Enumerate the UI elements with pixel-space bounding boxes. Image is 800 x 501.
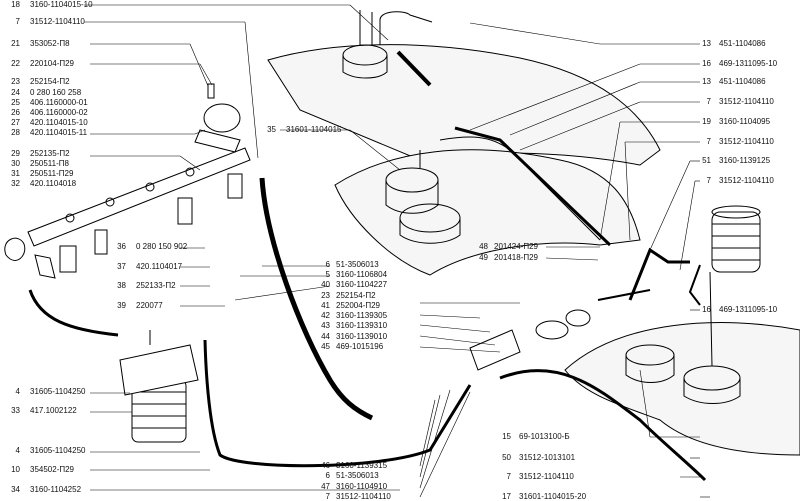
hose-long-center bbox=[259, 177, 374, 421]
tank-sheet-middle bbox=[334, 149, 641, 276]
pipe-pump-filter bbox=[597, 289, 651, 301]
fuel-filter-left bbox=[119, 330, 199, 443]
hose-right bbox=[688, 264, 701, 306]
fuel-pump-module-middle bbox=[385, 126, 612, 247]
hose-return bbox=[499, 369, 707, 482]
fuel-filter-right bbox=[711, 205, 761, 273]
fuel-pump-module-top bbox=[342, 10, 433, 87]
fuel-pump-module-bottom bbox=[625, 271, 741, 404]
hose-bottom bbox=[28, 289, 472, 468]
pressure-regulator bbox=[194, 83, 241, 153]
electric-fuel-pump bbox=[469, 309, 591, 371]
hose-filter-feed bbox=[628, 247, 690, 301]
leader-lines bbox=[84, 4, 710, 498]
tank-sheet-top bbox=[267, 44, 661, 166]
fuel-rail bbox=[4, 147, 251, 279]
tank-sheet-bottom bbox=[564, 322, 800, 456]
